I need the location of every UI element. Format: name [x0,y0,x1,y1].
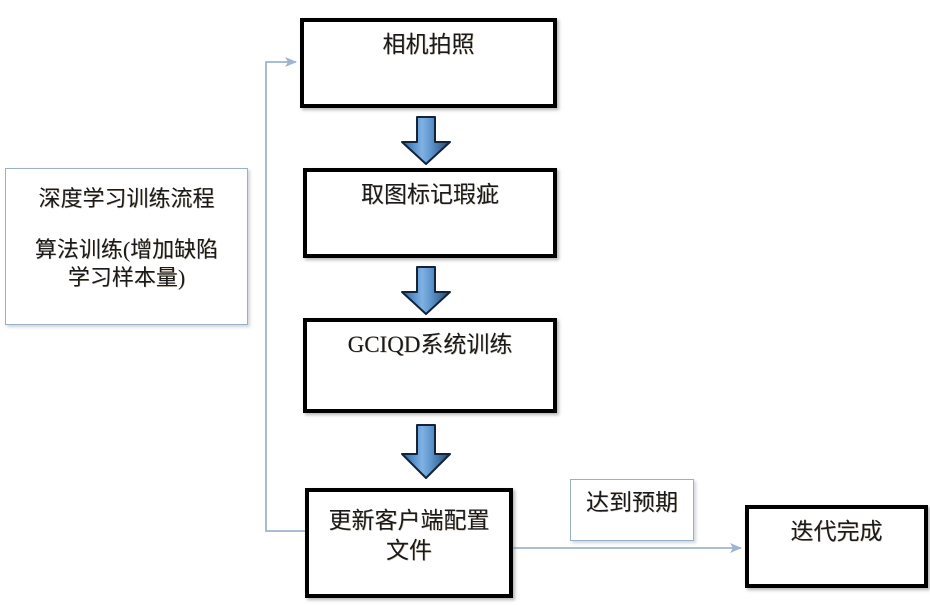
node-capture[interactable]: 相机拍照 [300,18,557,108]
node-mark-defects-label: 取图标记瑕疵 [361,182,499,207]
node-system-training-label: GCIQD系统训练 [347,332,513,357]
block-arrow-down-icon-1 [401,116,451,165]
info-panel-heading: 深度学习训练流程 [38,186,215,211]
connector-update-to-capture-feedback [265,57,305,532]
node-iteration-done[interactable]: 迭代完成 [745,505,928,588]
info-panel: 深度学习训练流程 算法训练(增加缺陷 学习样本量) [5,168,248,325]
block-arrow-down-icon-2 [401,266,451,315]
info-panel-detail: 算法训练(增加缺陷 学习样本量) [34,236,219,291]
node-update-config[interactable]: 更新客户端配置 文件 [305,488,513,598]
node-system-training[interactable]: GCIQD系统训练 [303,318,557,413]
node-mark-defects[interactable]: 取图标记瑕疵 [303,168,557,258]
node-update-config-label: 更新客户端配置 文件 [328,508,490,564]
node-expectation-met-label: 达到预期 [586,490,678,515]
block-arrow-down-icon-3 [401,424,451,479]
node-expectation-met: 达到预期 [570,479,694,541]
node-iteration-done-label: 迭代完成 [790,519,883,544]
node-capture-label: 相机拍照 [382,32,475,57]
